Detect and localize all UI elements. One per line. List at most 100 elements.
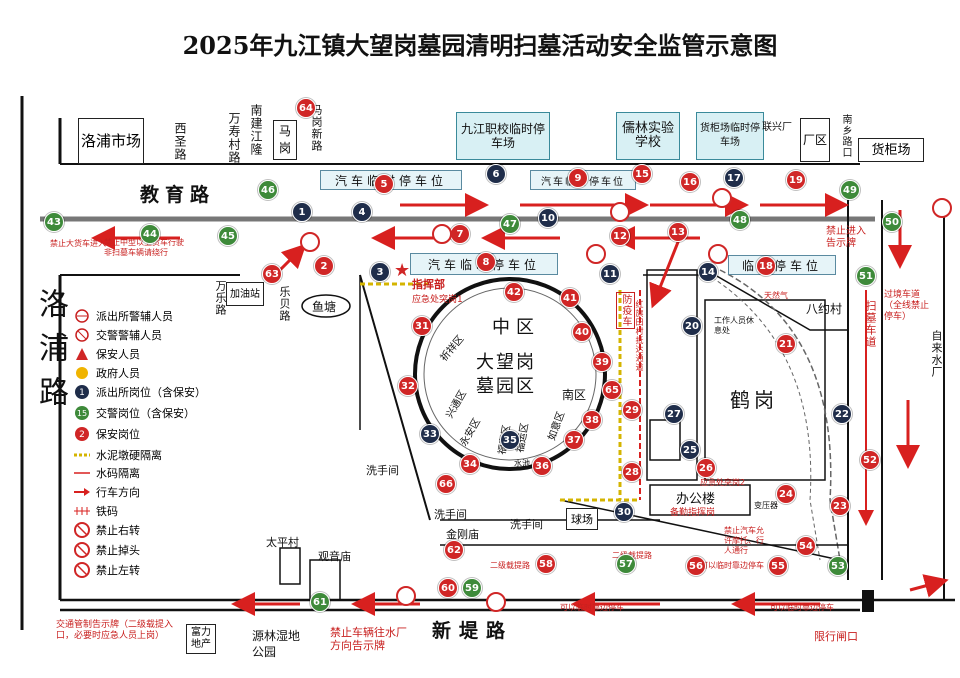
temp-parking-note-3: 可以临时靠边停车: [700, 561, 764, 570]
traffic-post-icon: 15: [74, 405, 90, 421]
legend-item: 水泥墩硬隔离: [74, 447, 162, 463]
police-post-3: 3: [370, 262, 390, 282]
factory-area-label: 厂区: [800, 118, 830, 162]
legend-item: 禁止左转: [74, 562, 140, 578]
gas-station-label: 加油站: [226, 282, 264, 306]
xindi-road-label: 新堤路: [432, 620, 514, 642]
police-post-10: 10: [538, 208, 558, 228]
traffic-post-61: 61: [310, 592, 330, 612]
no-turn-sign-icon: [712, 188, 732, 208]
security-post-24: 24: [776, 484, 796, 504]
secondary-road-note-1: 二级载提路: [490, 561, 530, 570]
pool-label: 水池: [514, 459, 530, 468]
traffic-post-48: 48: [730, 210, 750, 230]
security-post-19: 19: [786, 170, 806, 190]
traffic-post-49: 49: [840, 180, 860, 200]
rulin-school-box: 儒林实验学校: [616, 112, 680, 160]
security-post-29: 29: [622, 400, 642, 420]
auxiliary-police-icon: [74, 308, 90, 324]
transformer-label: 变压器: [754, 501, 778, 510]
security-post-7: 7: [450, 224, 470, 244]
legend-item: 政府人员: [74, 365, 140, 381]
waterworks-label: 自来水厂: [930, 330, 943, 378]
security-post-66: 66: [436, 474, 456, 494]
legend-item: 水码隔离: [74, 465, 140, 481]
security-post-54: 54: [796, 536, 816, 556]
command-star-icon: ★: [394, 260, 411, 281]
no-turn-sign-icon: [586, 244, 606, 264]
restroom-label-1: 洗手间: [366, 464, 399, 477]
no-turn-sign-icon: [396, 586, 416, 606]
no-turn-sign-icon: [432, 224, 452, 244]
legend-item: 铁码: [74, 503, 118, 519]
security-post-40: 40: [572, 322, 592, 342]
restroom-label-3: 洗手间: [510, 518, 543, 531]
nanxiang-label: 南乡路口: [840, 114, 851, 158]
no-entry-sign-note: 禁止进入告示牌: [826, 226, 866, 249]
police-post-6: 6: [486, 164, 506, 184]
security-post-62: 62: [444, 540, 464, 560]
security-post-37: 37: [564, 430, 584, 450]
central-zone-label: 中区: [492, 317, 540, 338]
cemetery-name-line2: 墓园区: [476, 376, 536, 397]
no-vehicles-waterworks-note: 禁止车辆往水厂方向告示牌: [330, 626, 407, 652]
emergency-post-label: 应急处突岗1: [412, 295, 463, 305]
security-post-28: 28: [622, 462, 642, 482]
standby-post-label: 备勤指挥岗: [670, 508, 716, 518]
security-post-15: 15: [632, 164, 652, 184]
water-barrier-icon: [74, 465, 90, 481]
security-post-9: 9: [568, 168, 588, 188]
yuanlin-park-label: 源林湿地公园: [252, 629, 301, 659]
transit-lane-note: 过境车道（全线禁止停车）: [884, 290, 930, 322]
ball-court-label: 球场: [566, 508, 598, 530]
epidemic-vehicle-label: 防疫车: [616, 292, 635, 329]
legend-item: 行车方向: [74, 484, 140, 500]
police-post-14: 14: [698, 262, 718, 282]
wanshou-road-label: 万寿村路: [227, 112, 241, 164]
police-post-11: 11: [600, 264, 620, 284]
concrete-barrier-icon: [74, 447, 90, 463]
lianxing-factory-label: 联兴厂: [762, 122, 792, 133]
security-post-16: 16: [680, 172, 700, 192]
direction-arrow-icon: [74, 484, 90, 500]
nanjian-label: 南建江隆: [249, 104, 263, 156]
legend-item: 保安人员: [74, 346, 140, 362]
security-post-42: 42: [504, 282, 524, 302]
jingang-temple-label: 金刚庙: [446, 528, 479, 541]
emergency-post-2-label: 应急处突岗2: [700, 478, 746, 487]
security-post-60: 60: [438, 578, 458, 598]
no-left-turn-icon: [74, 562, 90, 578]
traffic-control-note: 交通管制告示牌（二级载提入口，必要时应急人员上岗）: [56, 620, 174, 641]
traffic-post-47: 47: [500, 214, 520, 234]
police-post-33: 33: [420, 424, 440, 444]
security-post-13: 13: [668, 222, 688, 242]
no-turn-sign-icon: [708, 244, 728, 264]
no-large-truck-note: 禁止大货车进入: [50, 239, 106, 248]
police-post-27: 27: [664, 404, 684, 424]
restroom-label-2: 洗手间: [434, 508, 467, 521]
no-turn-sign-icon: [932, 198, 952, 218]
guanyin-temple-label: 观音庙: [318, 550, 351, 563]
security-post-36: 36: [532, 456, 552, 476]
fishpond-label: 鱼塘: [312, 300, 337, 314]
fuli-real-estate-label: 富力地产: [186, 624, 216, 654]
legend-item: 禁止掉头: [74, 542, 140, 558]
security-post-18: 18: [756, 256, 776, 276]
no-turn-sign-icon: [300, 232, 320, 252]
security-post-41: 41: [560, 288, 580, 308]
restricted-gate-note: 限行闸口: [814, 630, 858, 643]
traffic-post-46: 46: [258, 180, 278, 200]
security-post-65: 65: [602, 380, 622, 400]
container-yard-label: 货柜场: [858, 138, 924, 162]
security-post-icon: 2: [74, 426, 90, 442]
svg-text:1: 1: [79, 388, 85, 398]
security-post-8: 8: [476, 252, 496, 272]
security-post-12: 12: [610, 226, 630, 246]
jiujiang-school-parking: 九江职校临时停车场: [456, 112, 550, 160]
security-post-23: 23: [830, 496, 850, 516]
police-post-20: 20: [682, 316, 702, 336]
security-post-56: 56: [686, 556, 706, 576]
traffic-post-43: 43: [44, 212, 64, 232]
